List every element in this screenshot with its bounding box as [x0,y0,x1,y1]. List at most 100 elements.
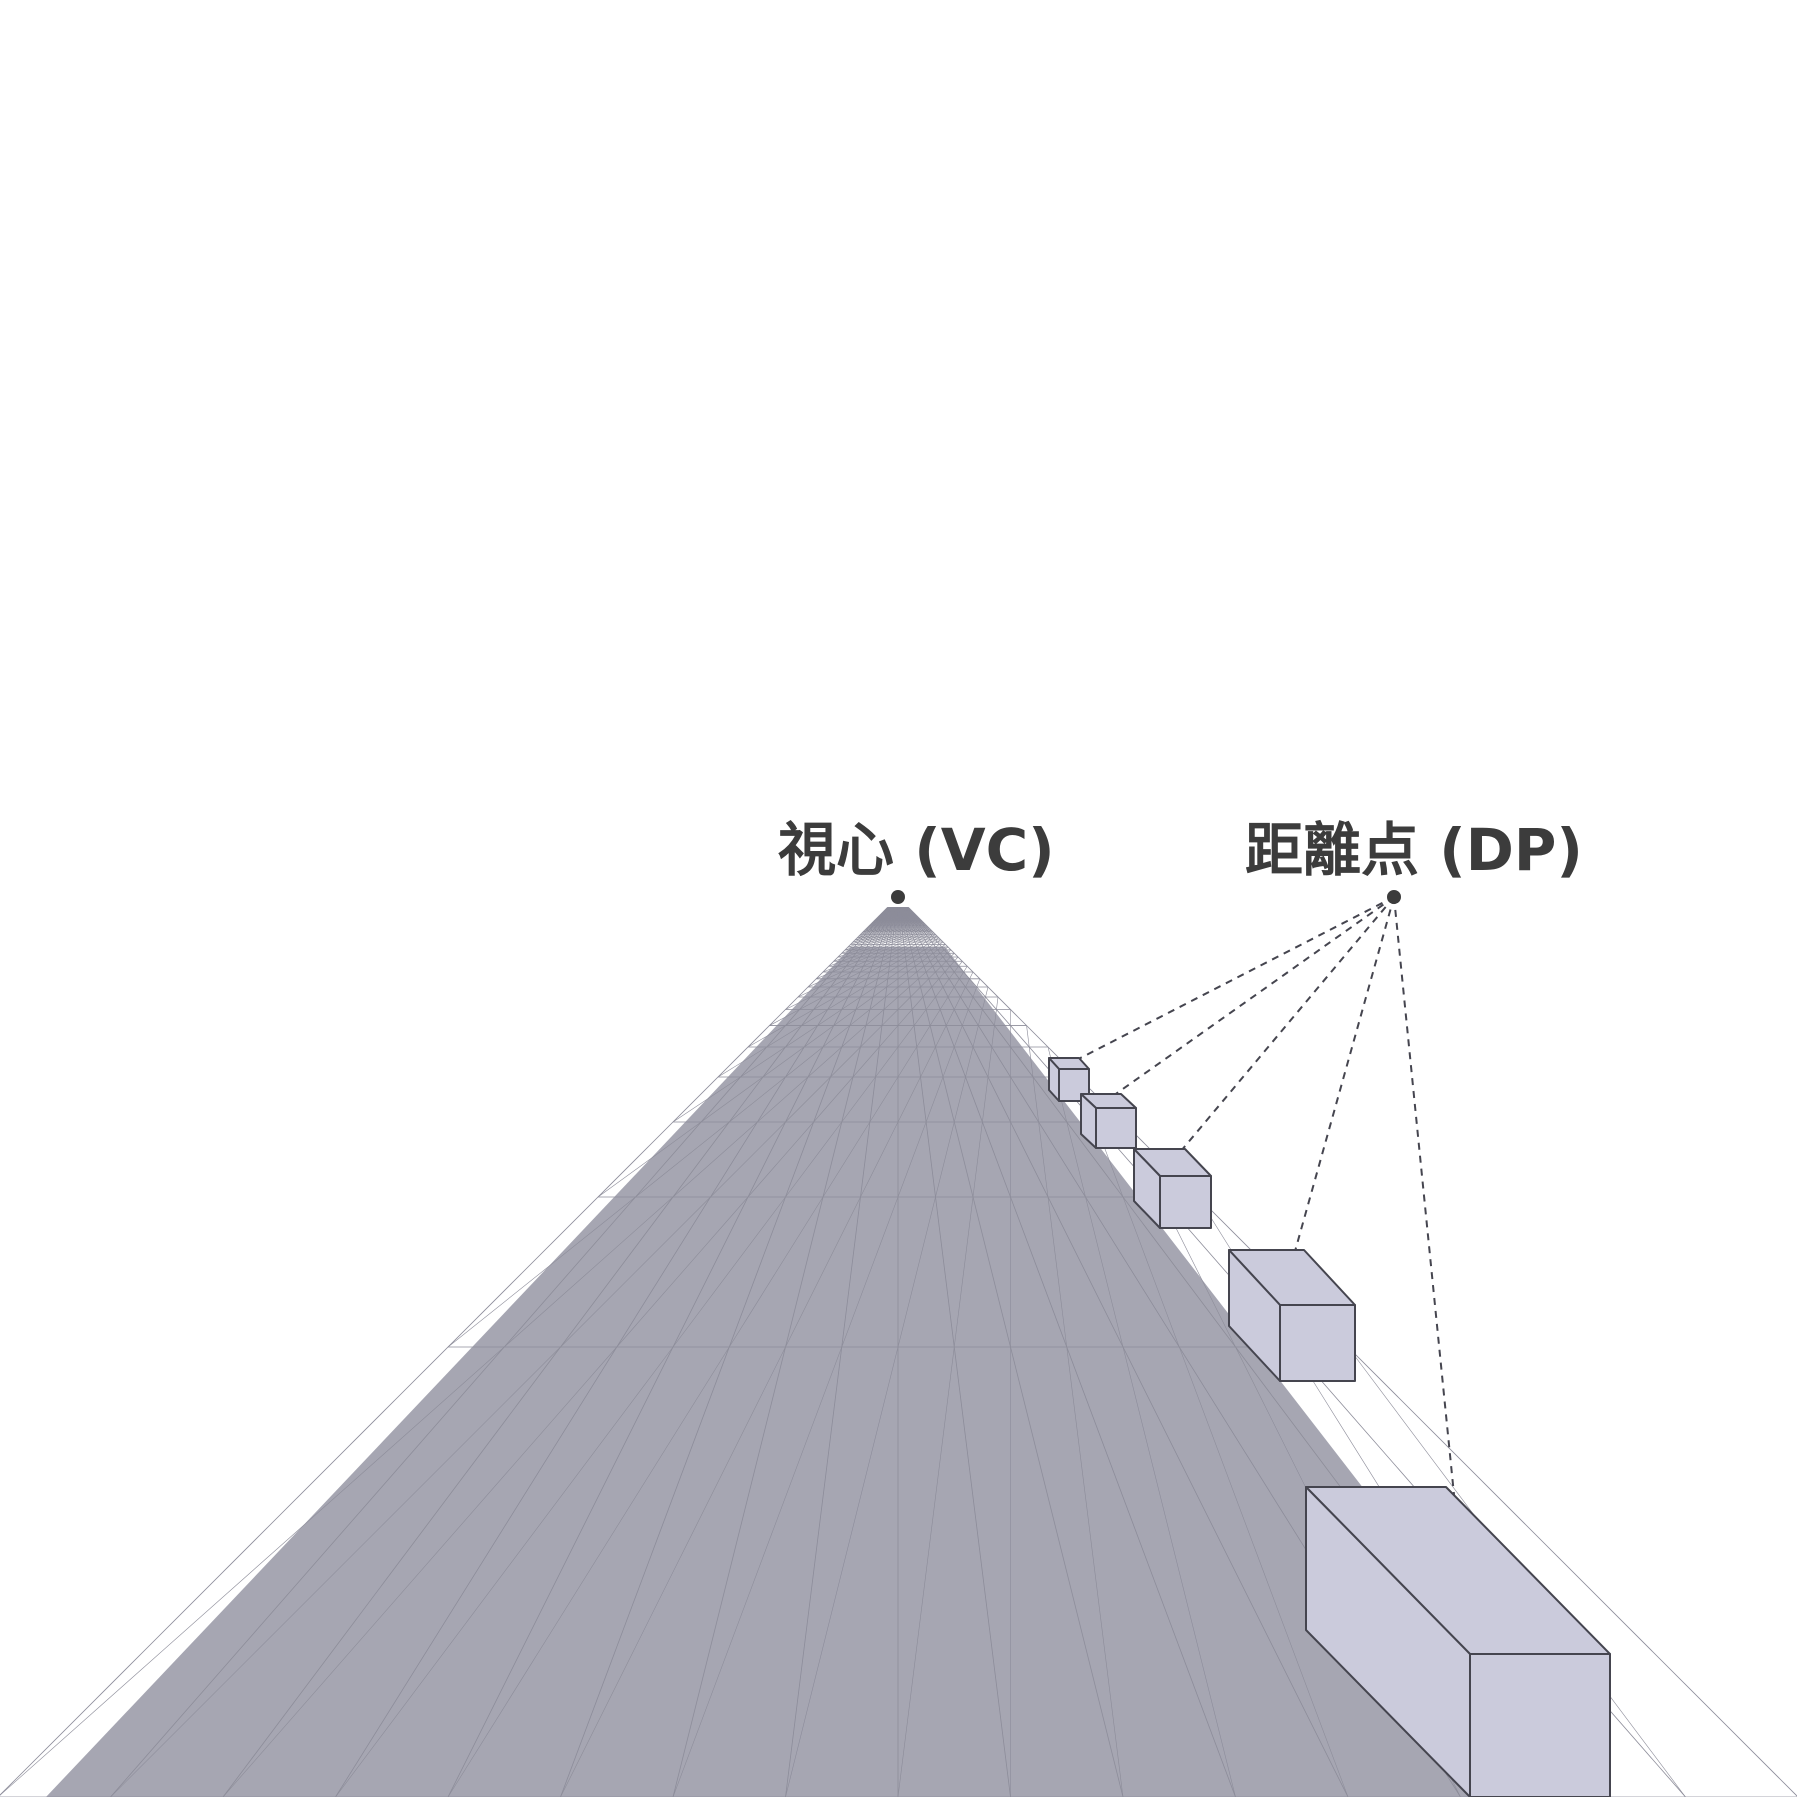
grid-line-diagonal [785,1076,831,1123]
grid-line-diagonal [864,939,872,943]
grid-line-diagonal [911,922,915,924]
grid-line-diagonal [447,1346,730,1797]
grid-line-diagonal [868,924,874,927]
grid-line-diagonal [850,965,864,973]
grid-line-diagonal [897,1009,913,1026]
grid-line-diagonal [879,944,887,948]
grid-line-diagonal [915,930,919,932]
grid-line-diagonal [890,924,895,927]
grid-line-diagonal [897,926,902,929]
grid-line-diagonal [908,918,912,920]
grid-line-diagonal [889,961,899,967]
grid-line-diagonal [919,937,924,941]
grid-line-diagonal [785,1009,814,1026]
ground-surface [46,947,1602,1797]
grid-line-diagonal [872,924,877,927]
grid-line-diagonal [911,996,924,1010]
grid-line-diagonal [895,918,899,920]
grid-line-diagonal [335,1346,674,1797]
grid-line-diagonal [905,956,914,962]
grid-line-diagonal [908,923,912,925]
grid-line-diagonal [946,956,951,962]
grid-line-diagonal [906,919,910,921]
grid-line-diagonal [833,956,846,962]
grid-line-diagonal [866,926,872,929]
grid-line-diagonal [953,996,961,1010]
grid-line-diagonal [900,918,904,920]
grid-line-diagonal [877,935,884,939]
grid-line-diagonal [919,923,922,926]
grid-line-diagonal [889,956,899,962]
grid-line-diagonal [785,1025,818,1048]
grid-line-diagonal [987,1046,993,1078]
grid-line-diagonal [874,922,879,924]
grid-line-diagonal [889,919,893,921]
grid-line-diagonal [918,971,927,980]
grid-line-diagonal [862,941,870,945]
grid-line-diagonal [923,961,931,967]
grid-line-diagonal [880,930,886,932]
grid-line-diagonal [911,923,915,925]
grid-line-diagonal [892,918,896,920]
vc-point-icon [891,890,905,904]
grid-line-diagonal [922,934,927,937]
grid-line-diagonal [878,926,884,929]
grid-line-diagonal [918,919,922,921]
grid-line-diagonal [869,923,875,926]
grid-line-diagonal [910,921,914,923]
grid-line-diagonal [860,965,873,973]
grid-line-diagonal [897,922,902,924]
grid-line-diagonal [917,921,920,924]
grid-line-diagonal [860,1121,899,1198]
grid-line-diagonal [883,923,888,926]
grid-line-diagonal [894,923,899,925]
grid-line-diagonal [891,920,896,922]
grid-line-diagonal [903,918,907,920]
grid-line-diagonal [672,1346,843,1797]
grid-line-diagonal [935,986,944,998]
grid-line-diagonal [901,923,905,926]
grid-line-diagonal [942,953,948,958]
grid-line-diagonal [868,928,874,931]
grid-line-diagonal [883,934,889,937]
grid-line-diagonal [886,978,899,988]
grid-line-diagonal [854,944,863,948]
grid-line-diagonal [909,927,914,930]
grid-line-diagonal [945,1009,955,1026]
grid-line-diagonal [938,971,946,980]
grid-line-diagonal [635,1121,730,1198]
grid-line-diagonal [968,996,974,1010]
grid-line-diagonal [882,925,888,928]
grid-line-diagonal [867,930,874,932]
grid-line-diagonal [837,952,849,958]
grid-line-diagonal [932,961,939,967]
grid-line-diagonal [931,978,940,988]
grid-line-diagonal [905,927,910,930]
grid-line-diagonal [891,946,899,951]
grid-line-diagonal [826,971,842,980]
grid-line-diagonal [863,961,875,967]
grid-line-diagonal [921,932,926,935]
grid-line-diagonal [879,931,886,934]
grid-line-diagonal [919,924,923,927]
grid-line-diagonal [897,924,902,927]
grid-line-diagonal [911,932,917,935]
box-front-face [1469,1653,1611,1797]
grid-line-diagonal [922,986,932,998]
grid-line-diagonal [866,944,875,948]
grid-line-diagonal [889,918,893,920]
grid-line-diagonal [888,934,894,937]
grid-line-diagonal [904,921,908,924]
grid-line-diagonal [883,996,899,1010]
grid-line-diagonal [893,934,899,937]
grid-line-diagonal [929,944,934,948]
grid-line-diagonal [924,937,929,941]
grid-line-diagonal [897,1346,955,1797]
grid-line-diagonal [925,926,929,929]
grid-line-diagonal [893,930,899,932]
grid-line-diagonal [797,986,820,998]
grid-line-depth [0,907,888,1796]
grid-line-diagonal [888,931,894,934]
grid-line-diagonal [890,949,899,954]
